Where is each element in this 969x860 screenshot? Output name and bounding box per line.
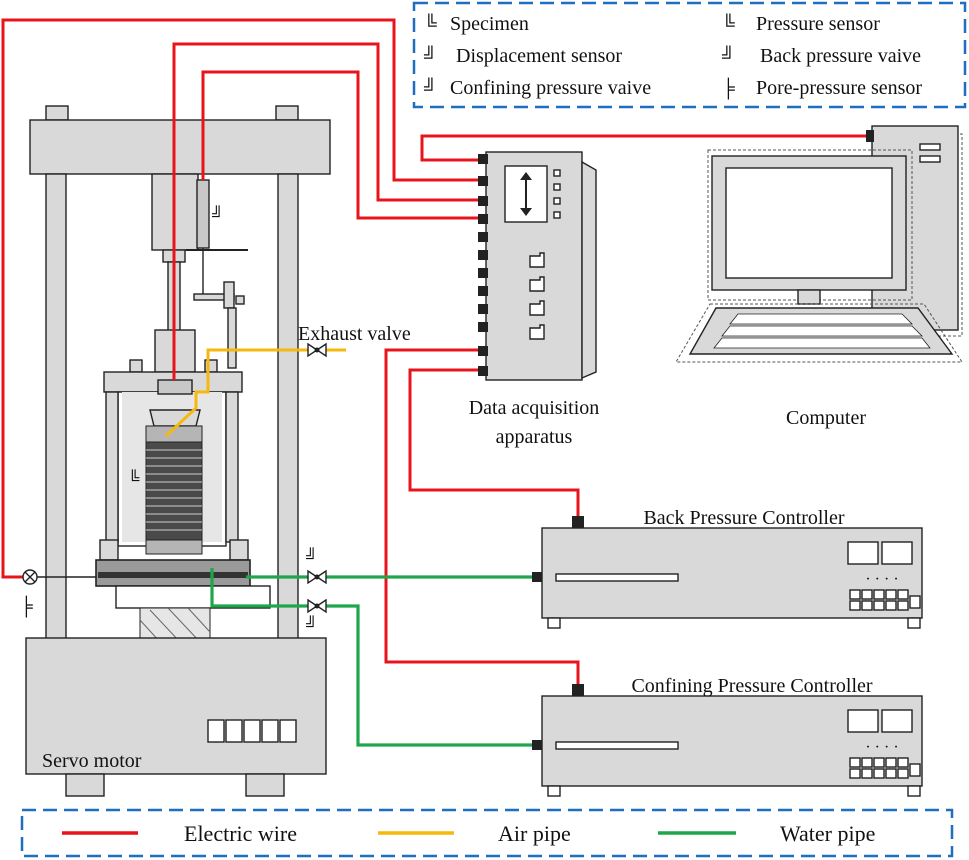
legend-symbol-displacement-sensor: ╝: [423, 45, 437, 66]
legend-label-air-pipe: Air pipe: [498, 821, 571, 846]
legend-symbol-pore-pressure-sensor: ╞: [722, 77, 735, 100]
bpc-keypad: [849, 589, 921, 611]
computer-label: Computer: [786, 407, 866, 429]
rod-right: [227, 307, 237, 369]
legend-label-pore-pressure-sensor: Pore-pressure sensor: [756, 77, 922, 99]
cpc-keypad: [849, 757, 921, 779]
bpc-gauge-2: [881, 541, 913, 565]
legend-label-back-pressure-valve: Back pressure vaive: [760, 45, 921, 67]
water-pipes: ╝ ╝: [210, 547, 532, 747]
legend-symbol-confining-pressure-valve: ╝: [423, 77, 437, 98]
legend-bottom-frame: [20, 808, 954, 858]
frame-nut-right: [275, 105, 299, 121]
wire-displacement: [201, 70, 478, 220]
bracket-post: [223, 281, 235, 309]
top-platen: [157, 379, 193, 395]
foot-left: [65, 773, 105, 797]
bpc-slot: [555, 573, 679, 582]
wire-back-pressure: [408, 368, 580, 516]
legend-label-electric-wire: Electric wire: [184, 821, 297, 846]
air-pipe: Exhaust valve: [164, 323, 411, 438]
back-pressure-valve-symbol: ╝: [306, 547, 317, 566]
cell-wall-left: [105, 391, 119, 543]
pore-pressure-sensor: ╞: [20, 569, 96, 618]
daq-sockets: [529, 252, 545, 340]
exhaust-valve: [307, 342, 327, 358]
foot-right: [245, 773, 285, 797]
bpc-label: Back Pressure Controller: [643, 507, 844, 529]
legend-symbol-back-pressure-valve: ╝: [721, 45, 735, 66]
legend-label-water-pipe: Water pipe: [780, 821, 875, 846]
specimen: [145, 441, 203, 541]
legend-symbol-pressure-sensor: ╚: [722, 13, 735, 34]
specimen-symbol: ╚: [128, 469, 140, 488]
frame-nut-left: [45, 105, 69, 121]
wire-load-cell: [172, 42, 478, 380]
back-pressure-controller: · · · · Back Pressure Controller: [532, 507, 923, 629]
cpc-gauge-1: [847, 709, 879, 733]
legend-top: ╚ Specimen ╚ Pressure sensor ╝ Displacem…: [412, 1, 967, 109]
air-line: [164, 348, 308, 438]
triaxial-cell: ╚: [95, 329, 271, 643]
legend-label-displacement-sensor: Displacement sensor: [456, 45, 622, 67]
frame-column-left: [45, 173, 67, 640]
daq-label-line2: apparatus: [496, 426, 573, 448]
pore-pressure-sensor-symbol: ╞: [20, 595, 33, 618]
back-pressure-valve: ╝: [306, 547, 327, 585]
daq-label-line1: Data acquisition: [469, 397, 600, 419]
frame-column-right: [277, 173, 299, 640]
displacement-sensor: [196, 179, 210, 249]
daq-ports: [478, 154, 488, 376]
water-line-confining: [210, 568, 532, 747]
exhaust-valve-label: Exhaust valve: [298, 323, 411, 345]
computer: Computer: [675, 125, 963, 429]
legend-label-specimen: Specimen: [450, 13, 529, 35]
data-acquisition-apparatus: Data acquisition apparatus: [469, 151, 600, 448]
legend-bottom: Electric wire Air pipe Water pipe: [20, 808, 954, 858]
cell-wall-right: [225, 391, 239, 543]
servo-motor-box: [25, 637, 327, 775]
cpc-label: Confining Pressure Controller: [631, 675, 872, 697]
cpc-dots: · · · ·: [865, 739, 898, 756]
confining-pressure-valve: ╝: [306, 598, 327, 634]
legend-label-pressure-sensor: Pressure sensor: [756, 13, 880, 35]
wire-pore-pressure: [1, 18, 478, 579]
cpc-gauge-2: [881, 709, 913, 733]
bpc-gauge-1: [847, 541, 879, 565]
computer-port: [866, 130, 874, 142]
confining-pressure-valve-symbol: ╝: [306, 615, 317, 634]
wire-computer: [420, 134, 866, 162]
porous-stone-bottom: [145, 539, 203, 555]
legend-top-frame: [412, 1, 967, 109]
servo-motor-label: Servo motor: [42, 750, 142, 772]
displacement-sensor-symbol: ╝: [212, 205, 223, 224]
legend-symbol-specimen: ╚: [424, 13, 437, 34]
wire-confining-pressure: [384, 348, 580, 684]
electric-wires: [1, 18, 866, 684]
monitor-screen: [725, 167, 893, 279]
legend-label-confining-pressure-valve: Confining pressure vaive: [450, 77, 651, 99]
confining-pressure-controller: · · · · Confining Pressure Controller: [532, 675, 923, 797]
cpc-slot: [555, 741, 679, 750]
servo-motor-unit: Servo motor: [25, 637, 327, 797]
motor-display: [207, 719, 297, 743]
bpc-dots: · · · ·: [865, 571, 898, 588]
crosshead: [29, 119, 331, 175]
